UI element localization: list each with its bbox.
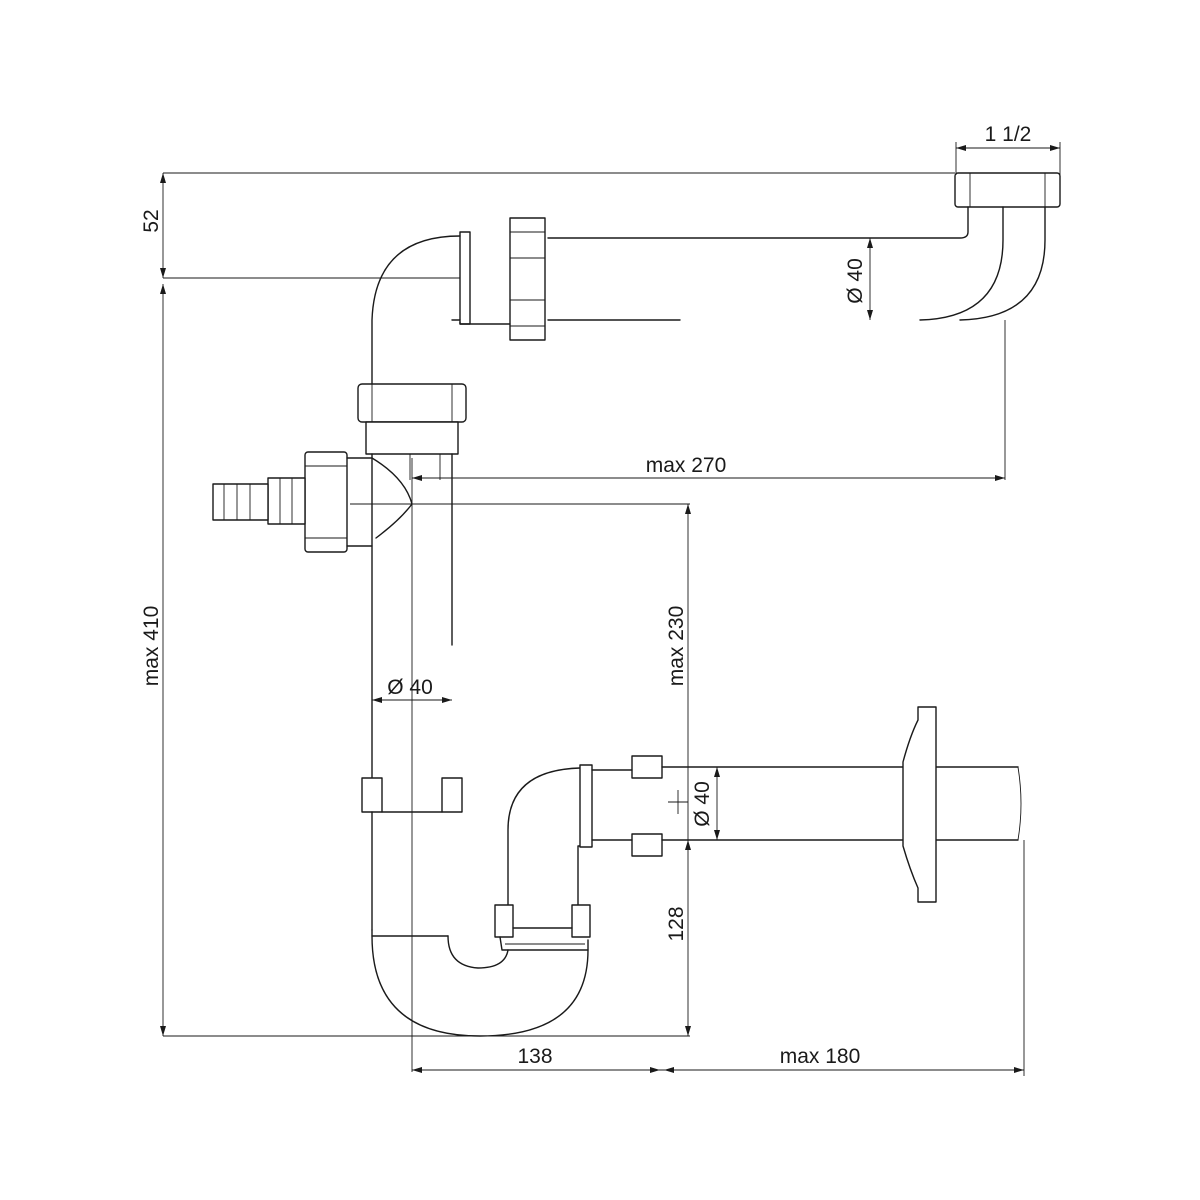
- label-trap-width: 138: [517, 1045, 552, 1068]
- trap-lower-nut: [494, 904, 514, 938]
- label-vertical-pipe-height: max 230: [665, 606, 688, 687]
- outlet-nut: [631, 755, 663, 779]
- label-trap-height: 128: [665, 906, 688, 941]
- dimension-labels: 1 1/2 52 Ø 40 max 270 max 410 max 230 Ø …: [140, 123, 1031, 1068]
- trap-flange: [579, 764, 593, 848]
- hose-barb: [212, 483, 269, 521]
- label-outlet-length: max 180: [780, 1045, 861, 1068]
- label-total-height: max 410: [140, 606, 163, 687]
- trap-riser: [507, 767, 581, 906]
- label-top-offset: 52: [140, 209, 163, 232]
- wall-rosette: [902, 706, 937, 903]
- dimension-lines: [160, 142, 1061, 1076]
- top-right-bend-pipe: [547, 206, 969, 239]
- trap-assembly: [361, 706, 1022, 1037]
- label-thread-size: 1 1/2: [985, 123, 1032, 146]
- lower-clamp: [361, 777, 383, 813]
- u-trap-inner: [447, 935, 509, 969]
- top-union-nut: [509, 217, 546, 341]
- top-inlet-assembly: [371, 172, 1061, 385]
- top-flange: [459, 231, 471, 325]
- vertical-pipe-assembly: [357, 383, 467, 783]
- label-outlet-diameter: Ø 40: [691, 781, 714, 827]
- top-elbow: [371, 235, 461, 385]
- side-hose-connector: [212, 451, 690, 553]
- side-connector-nut: [304, 451, 348, 553]
- label-top-pipe-diameter: Ø 40: [844, 258, 867, 304]
- label-vertical-pipe-diameter: Ø 40: [387, 676, 433, 699]
- top-right-connector: [954, 172, 1061, 208]
- label-horizontal-reach: max 270: [646, 454, 727, 477]
- u-trap-outer: [371, 935, 589, 1037]
- vertical-pipe-nut: [357, 383, 467, 423]
